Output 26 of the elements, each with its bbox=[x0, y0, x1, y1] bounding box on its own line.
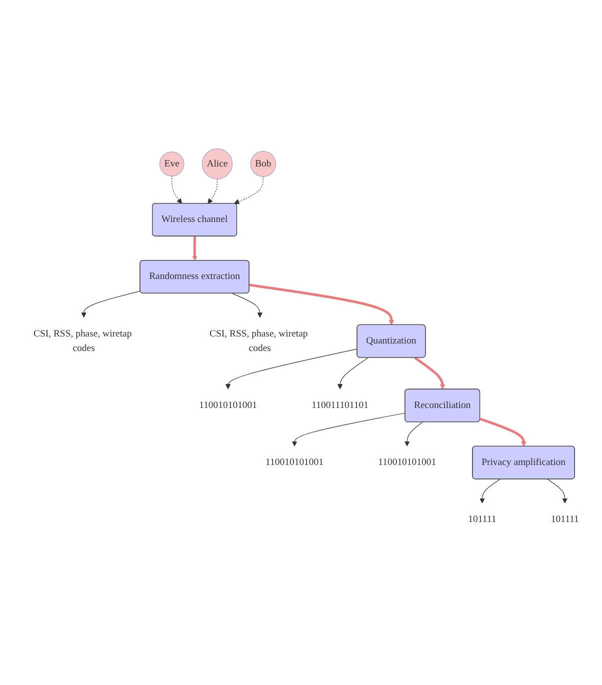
arrow bbox=[480, 479, 500, 504]
node-text: 101111 bbox=[550, 514, 579, 525]
arrow bbox=[208, 178, 218, 204]
arrow bbox=[414, 356, 446, 390]
arrow bbox=[292, 412, 406, 446]
node-text: CSI, RSS, phase, wiretap codes bbox=[210, 328, 308, 354]
arrow bbox=[234, 176, 264, 204]
node-circle: Alice bbox=[202, 148, 233, 180]
node-text: 101111 bbox=[468, 514, 496, 525]
node-circle: Eve bbox=[159, 152, 184, 176]
node-text: 110010101001 bbox=[266, 457, 324, 468]
arrow bbox=[172, 176, 182, 204]
arrow bbox=[225, 348, 358, 390]
arrow bbox=[249, 284, 394, 326]
arrow bbox=[192, 236, 198, 261]
node-circle: Bob bbox=[250, 151, 276, 177]
arrow bbox=[337, 358, 368, 390]
arrow bbox=[81, 290, 141, 318]
arrow bbox=[547, 479, 568, 504]
node-text: 110010101001 bbox=[378, 457, 436, 468]
node-text: 110011101101 bbox=[312, 400, 368, 410]
arrow bbox=[480, 418, 526, 447]
node-text: CSI, RSS, phase, wiretap codes bbox=[33, 328, 132, 354]
arrow bbox=[232, 293, 263, 318]
arrow bbox=[404, 422, 423, 446]
node-text: 110010101001 bbox=[199, 400, 257, 410]
